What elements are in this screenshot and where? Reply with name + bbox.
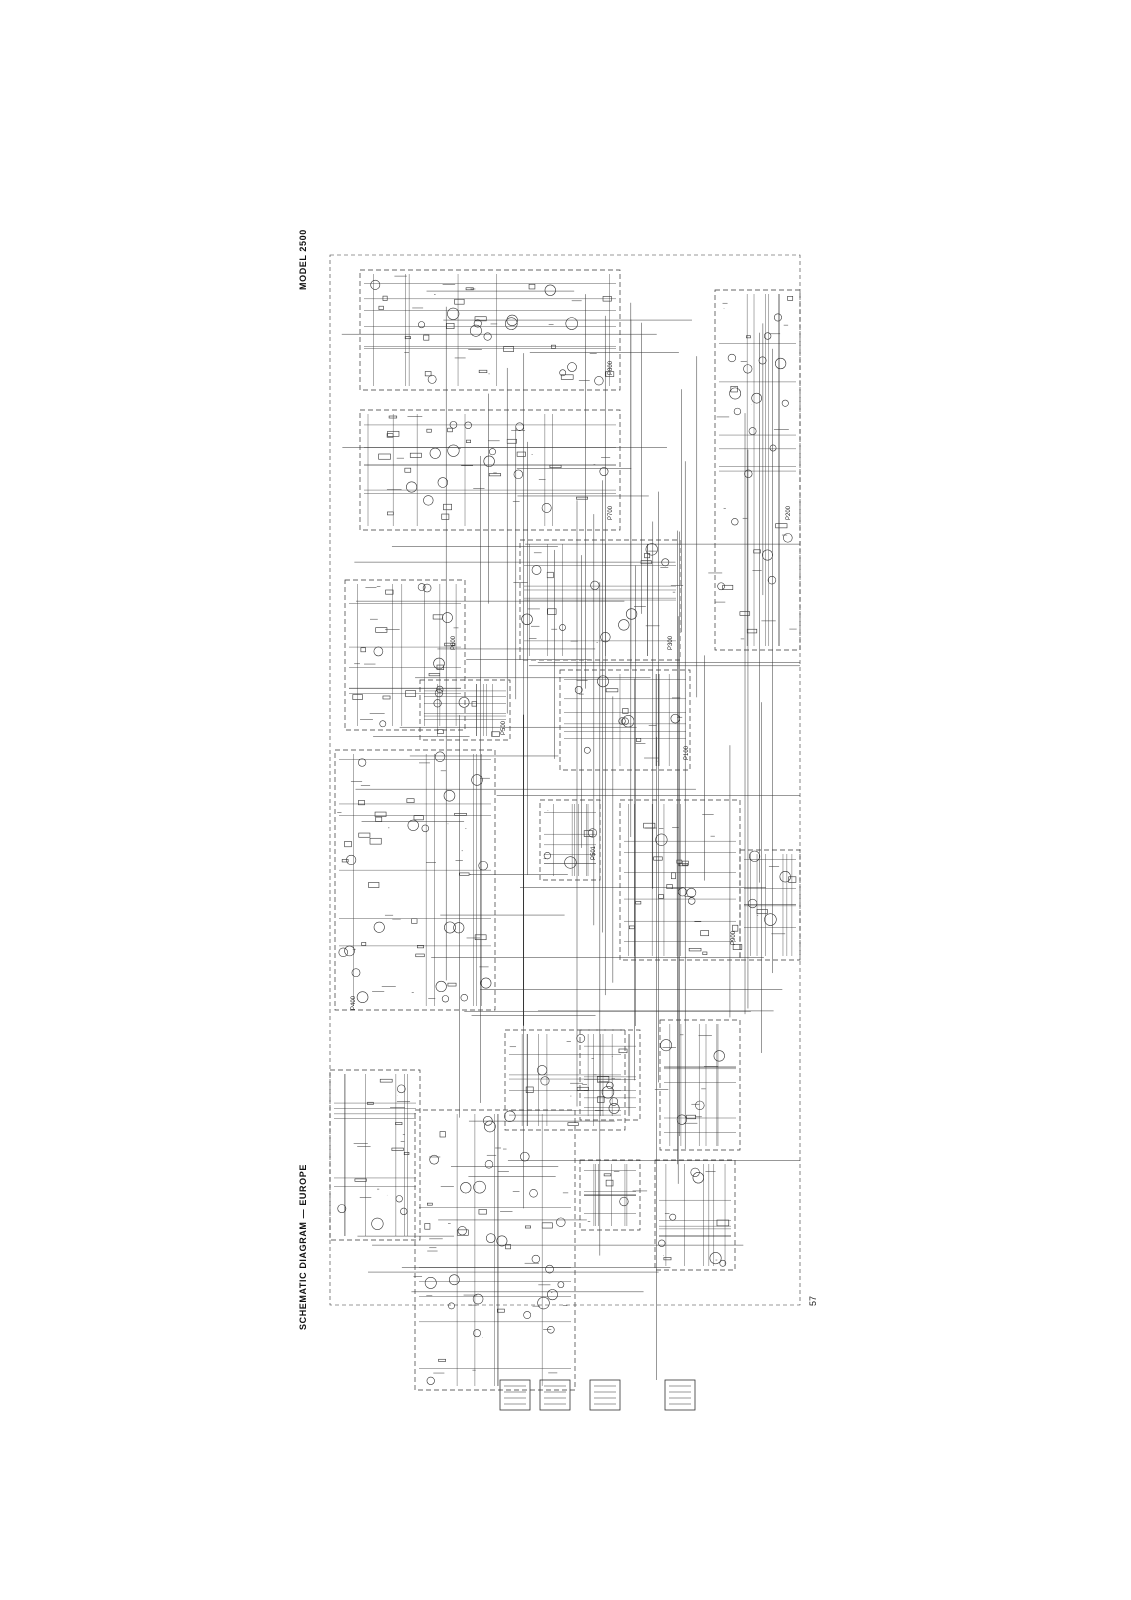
board-label: P900 <box>731 930 737 945</box>
page-number: 57 <box>808 1295 818 1306</box>
diagram-title: SCHEMATIC DIAGRAM — EUROPE <box>298 1164 308 1330</box>
board-label: P100 <box>684 745 690 760</box>
schematic-drawing <box>329 254 801 1411</box>
board-label: P200 <box>786 505 792 520</box>
board-label: P501 <box>591 845 597 860</box>
board-label: P300 <box>668 635 674 650</box>
board-label: P700 <box>608 505 614 520</box>
board-label: P400 <box>351 995 357 1010</box>
model-label: MODEL 2500 <box>298 229 308 290</box>
board-label: P600 <box>451 635 457 650</box>
board-label: P500 <box>501 720 507 735</box>
board-label: P800 <box>608 360 614 375</box>
